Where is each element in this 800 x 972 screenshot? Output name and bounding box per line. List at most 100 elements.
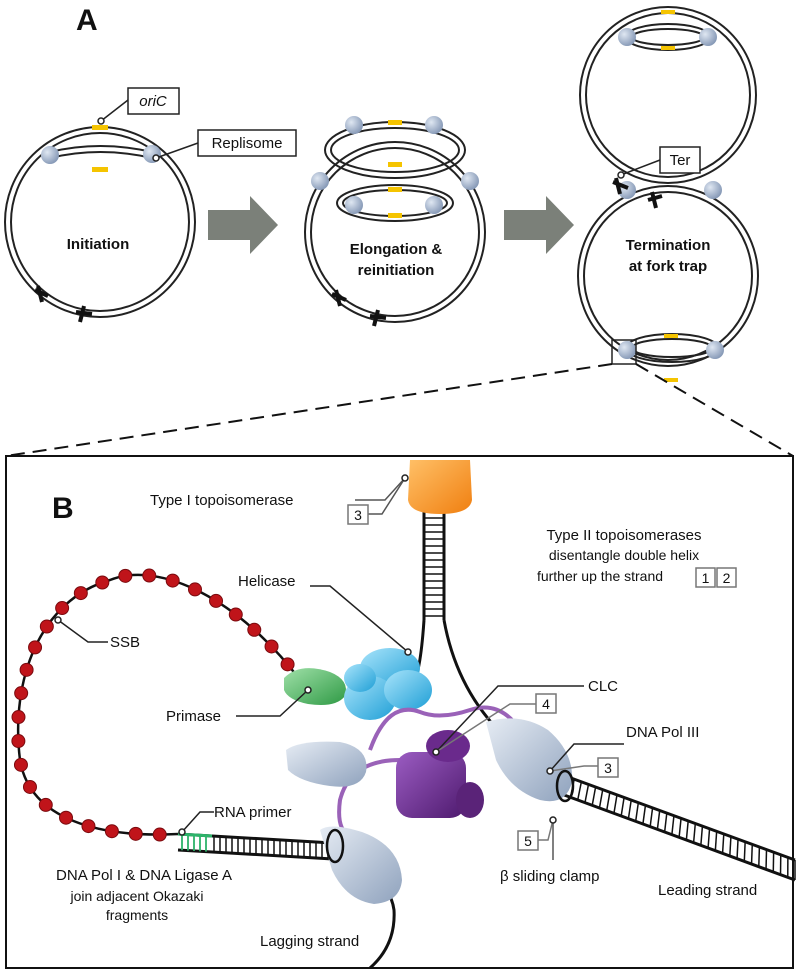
panel-b-label: B xyxy=(52,492,74,525)
primase-callout: Primase xyxy=(166,686,312,725)
ter-site-icon xyxy=(34,285,49,303)
ssb-icon xyxy=(152,827,167,842)
replisome-icon xyxy=(706,341,724,359)
chromosome-elongation: Elongation & reinitiation xyxy=(304,116,486,327)
ssb-icon xyxy=(38,797,53,812)
type2-topo-line3: further up the strand xyxy=(537,568,663,584)
ref-badge-text: 1 xyxy=(702,570,710,586)
ter-callout: Ter xyxy=(617,146,701,179)
ref-badge-text: 3 xyxy=(604,760,612,776)
replisome-icon xyxy=(618,28,636,46)
stage-initiation-label: Initiation xyxy=(67,236,130,253)
ref-badge xyxy=(695,567,716,588)
zoom-line xyxy=(5,363,613,457)
primase-label: Primase xyxy=(166,708,221,725)
stage-termination-label-2: at fork trap xyxy=(629,258,707,275)
ssb-icon xyxy=(11,710,26,725)
ssb-icon xyxy=(142,568,157,583)
ref-badge xyxy=(535,693,557,714)
ssb-icon xyxy=(264,639,279,654)
sliding-clamp-icon xyxy=(325,828,345,864)
ssb-icon xyxy=(28,640,43,655)
polymerase-icon xyxy=(286,741,367,787)
stage-termination-label-1: Termination xyxy=(626,237,711,254)
rna-primer-label: RNA primer xyxy=(214,804,292,821)
sliding-clamp-icon xyxy=(555,769,575,803)
type2-topo-line2: disentangle double helix xyxy=(549,547,699,563)
ssb-icon xyxy=(19,662,34,677)
replisome-icon xyxy=(41,146,59,164)
replisome-icon xyxy=(425,116,443,134)
ref-badge-text: 3 xyxy=(354,507,362,523)
ssb-icon xyxy=(14,686,29,701)
pol3-callout: DNA Pol III 3 xyxy=(546,724,699,778)
zoom-box xyxy=(611,339,637,365)
ssb-icon xyxy=(55,601,70,616)
zoom-line xyxy=(635,363,794,457)
ligase-line3: fragments xyxy=(106,907,168,923)
replisome-icon xyxy=(345,116,363,134)
ssb-icon xyxy=(187,582,202,597)
ref-badge xyxy=(517,830,539,851)
ssb-icon xyxy=(118,568,133,583)
ssb-icon xyxy=(280,657,295,672)
ssb-icon xyxy=(95,575,110,590)
ter-label: Ter xyxy=(670,152,691,169)
ssb-icon xyxy=(73,586,88,601)
oric-label: oriC xyxy=(139,93,167,110)
ssb-icon xyxy=(11,734,26,749)
ref-badge xyxy=(347,504,369,525)
helicase-icon xyxy=(344,648,432,720)
replisome-icon xyxy=(704,181,722,199)
ssb-icon xyxy=(128,826,143,841)
ssb-icon xyxy=(59,810,74,825)
chromosome-termination: Termination at fork trap xyxy=(577,6,759,382)
ssb-icon xyxy=(104,824,119,839)
progress-arrow-icon xyxy=(504,196,574,254)
type2-topo-line1: Type II topoisomerases xyxy=(546,527,701,544)
replisome-icon xyxy=(618,341,636,359)
clamp-label: β sliding clamp xyxy=(500,868,600,885)
replisome-callout: Replisome xyxy=(152,129,297,162)
ter-site-icon xyxy=(75,305,93,323)
clc-label: CLC xyxy=(588,678,618,695)
ref-badge-text: 2 xyxy=(723,570,731,586)
oric-site-icon xyxy=(92,167,108,172)
replisome-icon xyxy=(311,172,329,190)
lagging-strand-label: Lagging strand xyxy=(260,933,359,950)
ssb-icon xyxy=(165,573,180,588)
stage-elongation-label-2: reinitiation xyxy=(358,262,435,279)
lagging-polymerase-icon xyxy=(320,826,402,904)
ssb-callout: SSB xyxy=(54,616,140,651)
replisome-label: Replisome xyxy=(212,135,283,152)
ref-badge-text: 5 xyxy=(524,833,532,849)
clc-icon xyxy=(396,730,484,818)
ligase-note: DNA Pol I & DNA Ligase A join adjacent O… xyxy=(56,867,232,923)
oric-callout: oriC xyxy=(97,87,180,125)
oric-site-icon xyxy=(92,125,108,130)
helicase-label: Helicase xyxy=(238,573,296,590)
clc-callout: CLC 4 xyxy=(432,678,618,756)
ligase-line1: DNA Pol I & DNA Ligase A xyxy=(56,867,232,884)
panel-a-label: A xyxy=(76,4,98,37)
parent-duplex xyxy=(422,500,446,620)
replisome-icon xyxy=(345,196,363,214)
ssb-icon xyxy=(22,779,37,794)
helicase-callout: Helicase xyxy=(238,573,412,656)
replisome-icon xyxy=(699,28,717,46)
clamp-callout: 5 β sliding clamp xyxy=(500,816,600,885)
ssb-icon xyxy=(39,619,54,634)
chromosome-initiation: Initiation xyxy=(4,125,196,323)
ref-badge-text: 4 xyxy=(542,696,550,712)
ssb-icon xyxy=(81,819,96,834)
ssb-proteins xyxy=(11,568,295,842)
type2-topo-note: Type II topoisomerases disentangle doubl… xyxy=(537,527,737,588)
primase-icon xyxy=(284,668,346,705)
stage-elongation-label-1: Elongation & xyxy=(350,241,443,258)
ssb-icon xyxy=(209,593,224,608)
pol3-label: DNA Pol III xyxy=(626,724,699,741)
progress-arrow-icon xyxy=(208,196,278,254)
ref-badge xyxy=(597,757,619,778)
ssb-label: SSB xyxy=(110,634,140,651)
